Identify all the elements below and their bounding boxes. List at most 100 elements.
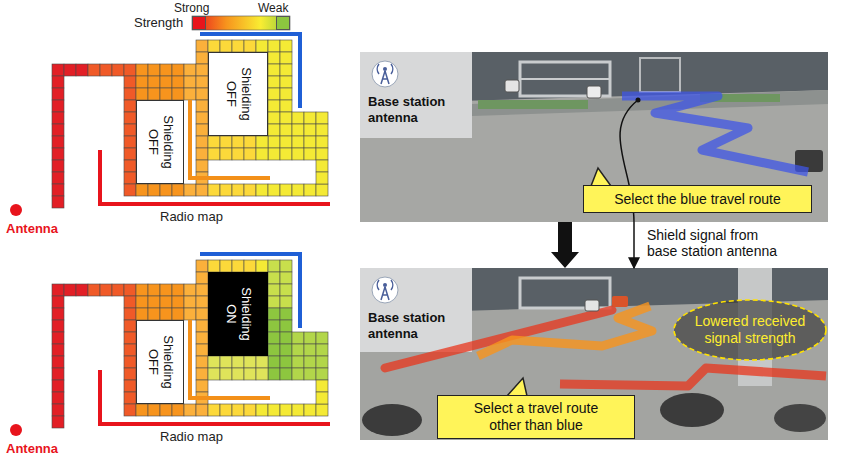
signal-cell <box>316 332 328 344</box>
signal-cell <box>280 112 292 124</box>
dashed-ellipse: Lowered received signal strength <box>672 298 828 362</box>
signal-cell <box>268 308 280 320</box>
signal-cell <box>184 76 196 88</box>
signal-cell <box>136 64 148 76</box>
signal-cell <box>160 296 172 308</box>
signal-cell <box>172 88 184 100</box>
signal-cell <box>136 76 148 88</box>
signal-cell <box>256 368 268 380</box>
panel-heading: Base station antenna <box>368 94 463 125</box>
shielding-box: Shielding ON <box>208 272 268 356</box>
signal-cell <box>244 184 256 196</box>
callout-box: Select a travel route other than blue <box>437 395 635 439</box>
leader-dot <box>636 98 641 103</box>
signal-cell <box>196 112 208 124</box>
signal-cell <box>316 160 328 172</box>
signal-cell <box>220 368 232 380</box>
robot <box>585 300 599 311</box>
signal-cell <box>232 356 244 368</box>
signal-cell <box>136 284 148 296</box>
callout-tail <box>591 168 611 186</box>
signal-cell <box>112 284 124 296</box>
signal-cell <box>292 332 304 344</box>
signal-cell <box>52 196 64 208</box>
signal-cell <box>52 308 64 320</box>
signal-cell <box>136 184 148 196</box>
signal-cell <box>184 404 196 416</box>
signal-cell <box>52 100 64 112</box>
signal-cell <box>304 344 316 356</box>
signal-cell <box>268 52 280 64</box>
signal-cell <box>232 184 244 196</box>
legend-text: Strong <box>174 1 209 15</box>
signal-cell <box>316 404 328 416</box>
callout-text: Select the blue travel route <box>614 191 781 208</box>
signal-cell <box>124 100 136 112</box>
signal-cell <box>196 284 208 296</box>
robot <box>612 296 628 307</box>
signal-cell <box>124 88 136 100</box>
lit-wall <box>360 52 472 138</box>
signal-cell <box>316 184 328 196</box>
signal-cell <box>88 284 100 296</box>
signal-cell <box>196 260 208 272</box>
antenna-icon <box>372 277 398 303</box>
signal-cell <box>196 148 208 160</box>
signal-cell <box>52 416 64 428</box>
radio-map <box>10 254 330 436</box>
signal-cell <box>292 368 304 380</box>
signal-cell <box>52 148 64 160</box>
box-label: Shielding OFF <box>223 58 253 130</box>
signal-cell <box>52 160 64 172</box>
signal-cell <box>304 112 316 124</box>
signal-cell <box>100 284 112 296</box>
signal-cell <box>304 404 316 416</box>
signal-cell <box>148 76 160 88</box>
signal-cell <box>124 392 136 404</box>
signal-cell <box>196 100 208 112</box>
signal-cell <box>220 404 232 416</box>
signal-cell <box>52 76 64 88</box>
signal-cell <box>136 308 148 320</box>
box-label: Shielding OFF <box>145 326 175 398</box>
lit-wall <box>360 268 472 352</box>
signal-cell <box>280 284 292 296</box>
signal-cell <box>220 148 232 160</box>
signal-arrow <box>633 222 635 268</box>
signal-cell <box>148 296 160 308</box>
signal-cell <box>76 64 88 76</box>
signal-cell <box>280 332 292 344</box>
signal-cell <box>280 344 292 356</box>
signal-cell <box>52 344 64 356</box>
signal-cell <box>136 404 148 416</box>
signal-cell <box>196 404 208 416</box>
signal-cell <box>196 344 208 356</box>
antenna-dot <box>10 424 22 436</box>
signal-cell <box>244 356 256 368</box>
signal-cell <box>256 404 268 416</box>
floor-mat <box>478 100 588 109</box>
signal-cell <box>268 404 280 416</box>
signal-cell <box>268 284 280 296</box>
signal-cell <box>220 40 232 52</box>
signal-cell <box>256 260 268 272</box>
signal-cell <box>244 148 256 160</box>
signal-cell <box>256 136 268 148</box>
signal-cell <box>244 40 256 52</box>
signal-cell <box>184 308 196 320</box>
signal-cell <box>184 296 196 308</box>
signal-cell <box>124 344 136 356</box>
signal-cell <box>268 100 280 112</box>
signal-cell <box>316 380 328 392</box>
signal-cell <box>196 76 208 88</box>
signal-cell <box>76 284 88 296</box>
signal-cell <box>196 52 208 64</box>
signal-cell <box>148 404 160 416</box>
signal-cell <box>292 184 304 196</box>
signal-cell <box>172 308 184 320</box>
signal-cell <box>244 404 256 416</box>
shielding-box: Shielding OFF <box>136 100 184 184</box>
map-caption: Radio map <box>160 429 223 444</box>
photo-bottom <box>360 268 828 440</box>
floor <box>360 268 828 440</box>
